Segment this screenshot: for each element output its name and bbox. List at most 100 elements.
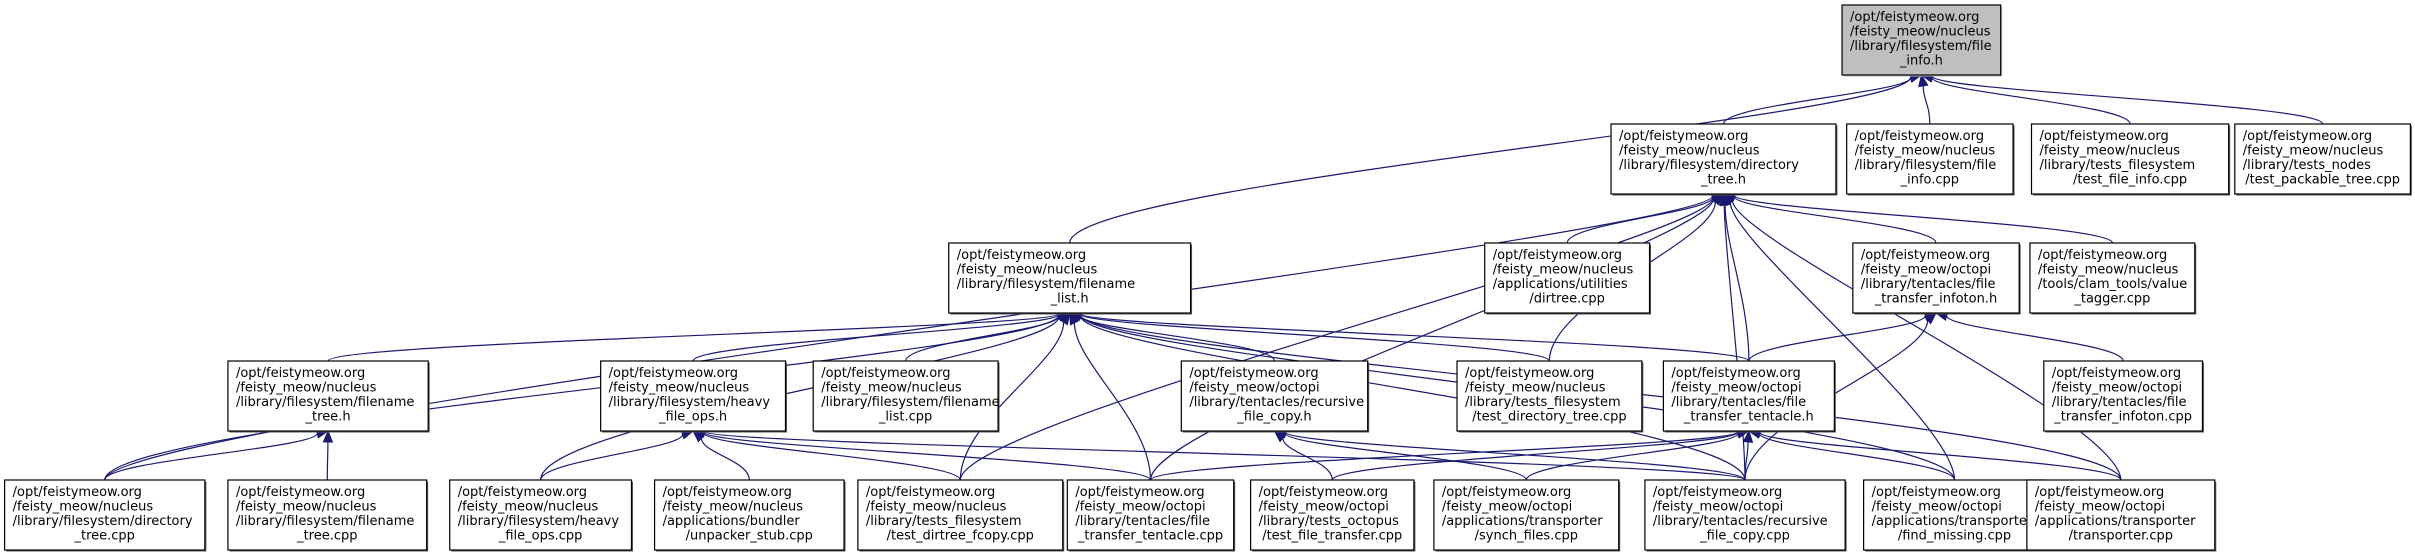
edge-synch_files_cpp-to-file_transfer_tentacle_h (1525, 432, 1739, 481)
node-box (1250, 479, 1415, 551)
node-label-line: /applications/bundler (663, 514, 801, 529)
node-heavy-file-ops-cpp[interactable]: /opt/feistymeow.org/feisty_meow/nucleus/… (449, 479, 633, 552)
node-label-line: /opt/feistymeow.org (236, 485, 365, 500)
node-label-line: _info.h (1899, 54, 1943, 69)
node-label-line: /feisty_meow/nucleus (458, 500, 599, 515)
node-label-line: /library/tests_filesystem (2039, 158, 2195, 173)
node-label-line: /feisty_meow/octopi (2052, 381, 2182, 396)
node-file-info-cpp[interactable]: /opt/feistymeow.org/feisty_meow/nucleus/… (1846, 123, 2015, 196)
edge-test_packable_tree_cpp-to-file_info_h (1931, 75, 2324, 125)
node-label-line: /transporter.cpp (2069, 529, 2173, 544)
node-label-line: /test_file_info.cpp (2073, 173, 2187, 188)
node-box (2029, 242, 2196, 314)
arrowhead-icon (1923, 312, 1937, 325)
node-label-line: /opt/feistymeow.org (2052, 366, 2181, 381)
node-label-line: /opt/feistymeow.org (2039, 129, 2168, 144)
node-label-line: _tree.h (305, 410, 351, 425)
node-directory-tree-h[interactable]: /opt/feistymeow.org/feisty_meow/nucleus/… (1610, 123, 1838, 196)
node-filename-tree-h[interactable]: /opt/feistymeow.org/feisty_meow/nucleus/… (227, 360, 430, 433)
node-transporter-cpp[interactable]: /opt/feistymeow.org/feisty_meow/octopi/a… (2026, 479, 2217, 552)
node-file-transfer-infoton-h[interactable]: /opt/feistymeow.org/feisty_meow/octopi/l… (1852, 242, 2021, 315)
node-label-line: /library/filesystem/filename (957, 277, 1135, 292)
node-box (1863, 479, 2046, 551)
arrowhead-icon (1059, 311, 1071, 326)
node-label-line: /library/filesystem/directory (13, 514, 193, 529)
node-label-line: /library/filesystem/file (1850, 39, 1992, 54)
node-directory-tree-cpp[interactable]: /opt/feistymeow.org/feisty_meow/nucleus/… (4, 479, 207, 552)
node-label-line: /library/filesystem/filename (821, 395, 999, 410)
node-label-line: /applications/utilities (1493, 277, 1628, 292)
node-label-line: /feisty_meow/nucleus (236, 500, 377, 515)
node-test-dirtree-fcopy-cpp[interactable]: /opt/feistymeow.org/feisty_meow/nucleus/… (857, 479, 1065, 552)
node-label-line: /library/filesystem/heavy (609, 395, 771, 410)
node-recursive-file-copy-cpp[interactable]: /opt/feistymeow.org/feisty_meow/octopi/l… (1644, 479, 1847, 552)
node-test-file-info-cpp[interactable]: /opt/feistymeow.org/feisty_meow/nucleus/… (2030, 123, 2231, 196)
node-label-line: /library/tentacles/recursive (1653, 514, 1828, 529)
node-label-line: /feisty_meow/nucleus (1855, 144, 1996, 159)
node-label-line: _file_copy.h (1236, 410, 1311, 425)
edge-directory_tree_cpp-to-filename_tree_h (104, 432, 318, 481)
node-label-line: /opt/feistymeow.org (1850, 10, 1979, 25)
node-label-line: /unpacker_stub.cpp (686, 529, 813, 544)
edge-test_dirtree_fcopy_cpp-to-filename_list_h (959, 322, 1065, 481)
node-label-line: /applications/transporter (2035, 514, 2196, 529)
node-synch-files-cpp[interactable]: /opt/feistymeow.org/feisty_meow/octopi/a… (1433, 479, 1621, 552)
node-label-line: /feisty_meow/nucleus (1619, 144, 1760, 159)
nodes-layer: /opt/feistymeow.org/feisty_meow/nucleus/… (4, 4, 2412, 552)
node-file-info-h[interactable]: /opt/feistymeow.org/feisty_meow/nucleus/… (1841, 4, 2003, 77)
node-label-line: /opt/feistymeow.org (2038, 248, 2167, 263)
edge-find_missing_cpp-to-file_transfer_tentacle_h (1759, 433, 1956, 481)
node-label-line: /feisty_meow/nucleus (2038, 263, 2179, 278)
node-file-transfer-tentacle-h[interactable]: /opt/feistymeow.org/feisty_meow/octopi/l… (1662, 360, 1836, 433)
node-label-line: /opt/feistymeow.org (821, 366, 950, 381)
node-recursive-file-copy-h[interactable]: /opt/feistymeow.org/feisty_meow/octopi/l… (1180, 360, 1370, 433)
node-dirtree-cpp[interactable]: /opt/feistymeow.org/feisty_meow/nucleus/… (1484, 242, 1652, 315)
node-label-line: /library/filesystem/directory (1619, 158, 1799, 173)
node-label-line: /opt/feistymeow.org (957, 248, 1086, 263)
node-filename-list-cpp[interactable]: /opt/feistymeow.org/feisty_meow/nucleus/… (812, 360, 1000, 433)
edge-test_directory_tree_cpp-to-filename_list_h (1080, 313, 1550, 362)
edge-filename_tree_cpp-to-filename_tree_h (326, 441, 329, 481)
node-label-line: /opt/feistymeow.org (1619, 129, 1748, 144)
node-label-line: /opt/feistymeow.org (1653, 485, 1782, 500)
edge-synch_files_cpp-to-recursive_file_copy_h (1284, 432, 1527, 481)
edge-test_file_transfer_cpp-to-file_transfer_tentacle_h (1331, 431, 1739, 481)
node-filename-list-h[interactable]: /opt/feistymeow.org/feisty_meow/nucleus/… (948, 242, 1193, 315)
node-box (948, 242, 1192, 314)
node-label-line: /test_directory_tree.cpp (1472, 410, 1626, 425)
node-label-line: /opt/feistymeow.org (663, 485, 792, 500)
edge-dirtree_cpp-to-directory_tree_h (1566, 197, 1714, 244)
node-file-transfer-tentacle-cpp[interactable]: /opt/feistymeow.org/feisty_meow/octopi/l… (1066, 479, 1236, 552)
arrowhead-icon (322, 429, 334, 443)
node-label-line: /opt/feistymeow.org (1671, 366, 1800, 381)
node-label-line: /opt/feistymeow.org (1442, 485, 1571, 500)
node-unpacker-stub-cpp[interactable]: /opt/feistymeow.org/feisty_meow/nucleus/… (653, 479, 846, 552)
edge-file_info_cpp-to-file_info_h (1922, 85, 1931, 125)
node-test-packable-tree-cpp[interactable]: /opt/feistymeow.org/feisty_meow/nucleus/… (2234, 123, 2412, 196)
node-file-transfer-infoton-cpp[interactable]: /opt/feistymeow.org/feisty_meow/octopi/l… (2043, 360, 2204, 433)
node-label-line: /library/filesystem/filename (236, 514, 414, 529)
edge-file_transfer_tentacle_h-to-file_transfer_infoton_h (1748, 315, 1926, 362)
node-label-line: /feisty_meow/octopi (1872, 500, 2002, 515)
node-label-line: /test_dirtree_fcopy.cpp (887, 529, 1034, 544)
node-label-line: _transfer_infoton.h (1874, 292, 1997, 307)
edge-filename_list_cpp-to-filename_list_h (905, 315, 1060, 362)
node-box (1610, 123, 1837, 195)
node-label-line: /library/filesystem/file (1855, 158, 1997, 173)
node-find-missing-cpp[interactable]: /opt/feistymeow.org/feisty_meow/octopi/a… (1863, 479, 2047, 552)
node-label-line: _transfer_infoton.cpp (2053, 410, 2192, 425)
edge-heavy_file_ops_h-to-filename_list_h (692, 313, 1060, 362)
node-heavy-file-ops-h[interactable]: /opt/feistymeow.org/feisty_meow/nucleus/… (600, 360, 787, 433)
node-label-line: /tools/clam_tools/value (2038, 277, 2187, 292)
node-test-file-transfer-cpp[interactable]: /opt/feistymeow.org/feisty_meow/octopi/l… (1250, 479, 1416, 552)
node-box (1662, 360, 1835, 432)
node-value-tagger-cpp[interactable]: /opt/feistymeow.org/feisty_meow/nucleus/… (2029, 242, 2197, 315)
node-filename-tree-cpp[interactable]: /opt/feistymeow.org/feisty_meow/nucleus/… (227, 479, 429, 552)
node-label-line: /feisty_meow/nucleus (866, 500, 1007, 515)
node-label-line: /test_packable_tree.cpp (2245, 173, 2400, 188)
node-label-line: /opt/feistymeow.org (2243, 129, 2372, 144)
node-label-line: /dirtree.cpp (1529, 292, 1605, 307)
node-test-directory-tree-cpp[interactable]: /opt/feistymeow.org/feisty_meow/nucleus/… (1456, 360, 1644, 433)
node-label-line: /library/filesystem/heavy (458, 514, 620, 529)
